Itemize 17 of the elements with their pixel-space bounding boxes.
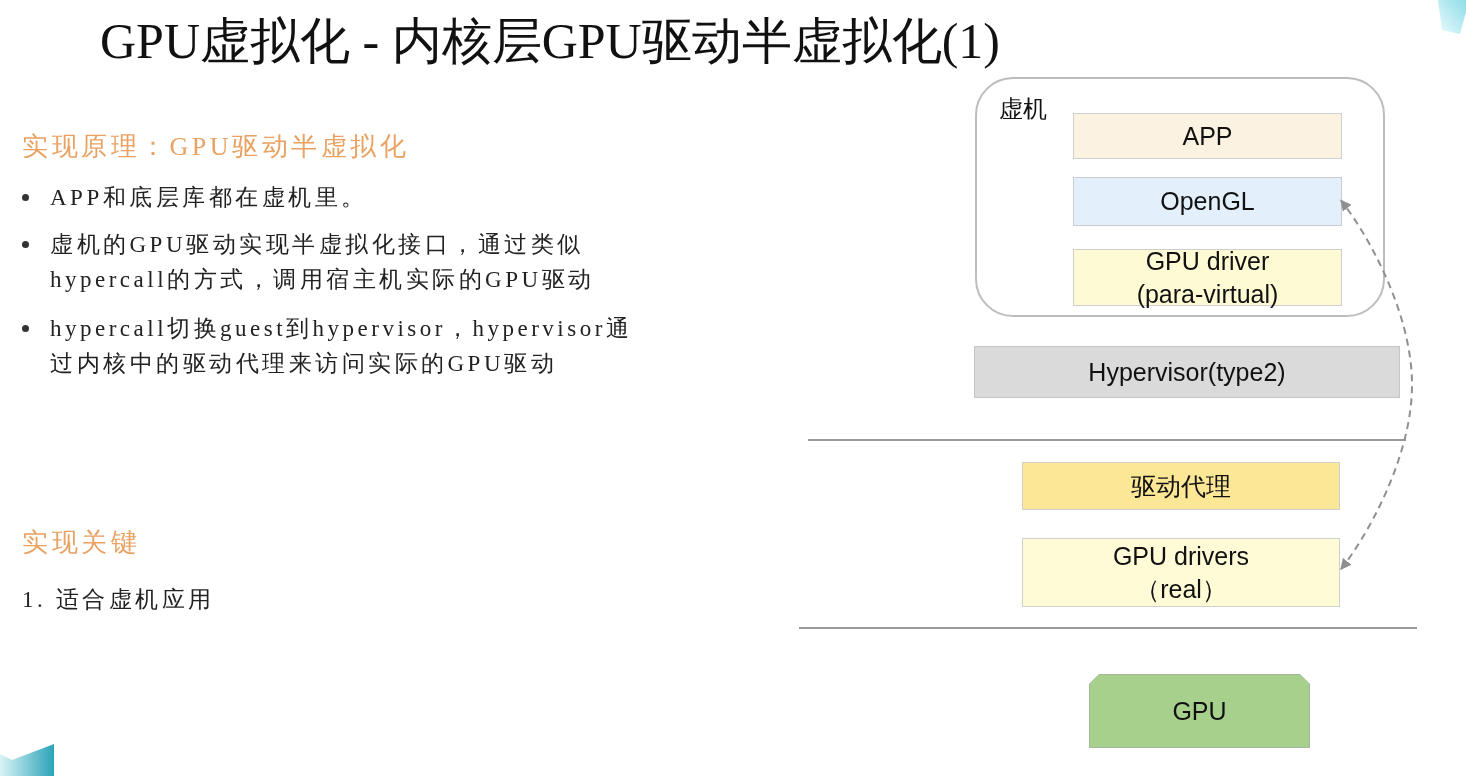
layer-bar: Hypervisor(type2) — [974, 346, 1400, 398]
rounded-box — [975, 77, 1385, 317]
bullet-text: APP和底层库都在虚机里。 — [50, 184, 369, 212]
section-heading: 实现关键 — [22, 527, 140, 559]
layer-box: 驱动代理 — [1022, 462, 1340, 510]
dashed-arrow — [1340, 199, 1413, 571]
box-heading: 虚机 — [999, 94, 1047, 124]
chip-block: GPU — [1089, 674, 1310, 748]
bullet-text: 虚机的GPU驱动实现半虚拟化接口，通过类似hypercall的方式，调用宿主机实际的GPU驱动 — [50, 231, 596, 294]
bullet-text: hypercall切换guest到hypervisor，hypervisor通过内核中的驱动代理来访问实际的GPU驱动 — [50, 315, 634, 378]
layer-box: APP — [1073, 113, 1342, 159]
list-item: 1. 适合虚机应用 — [22, 586, 216, 614]
layer-box: GPU drivers （real） — [1022, 538, 1340, 607]
slide-title: GPU虚拟化 - 内核层GPU驱动半虚拟化(1) — [100, 12, 1000, 71]
layer-box: OpenGL — [1073, 177, 1342, 226]
layer-box: GPU driver (para-virtual) — [1073, 249, 1342, 306]
section-heading: 实现原理：GPU驱动半虚拟化 — [22, 131, 409, 163]
